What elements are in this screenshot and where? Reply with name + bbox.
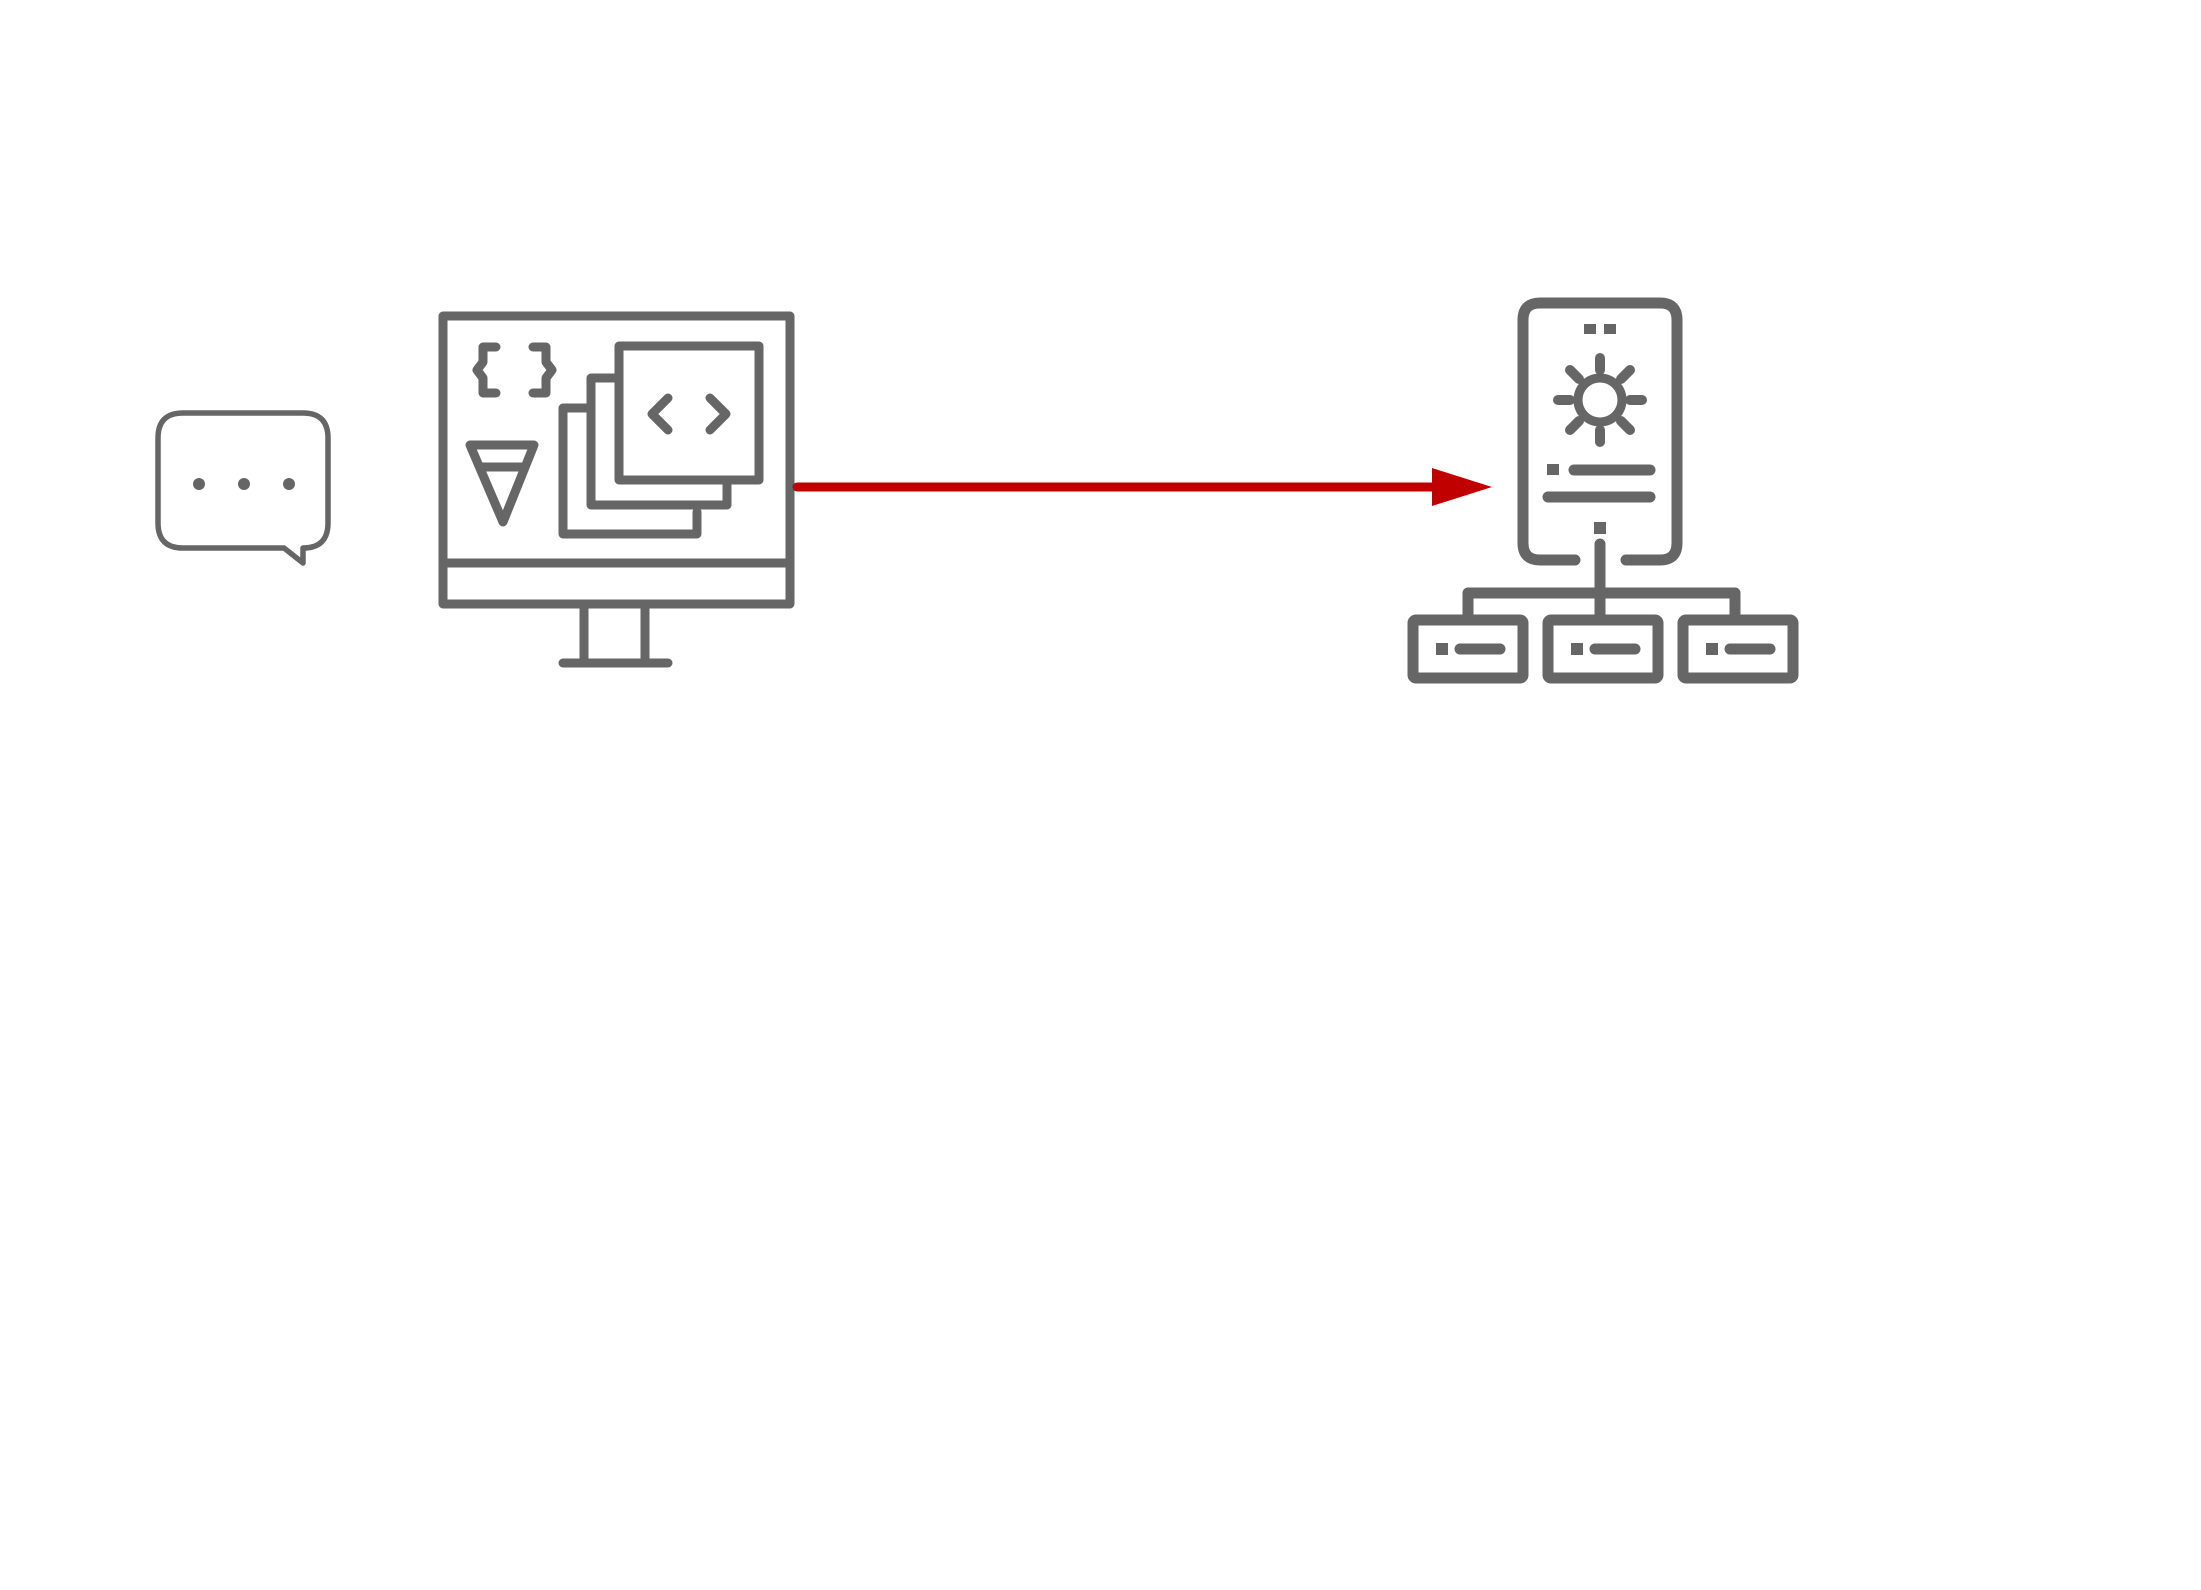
- phone-body: [1517, 297, 1683, 566]
- window-middle: [586, 373, 732, 510]
- server-box-left: [1407, 614, 1529, 684]
- right-curly-brace-icon: [528, 342, 557, 398]
- window-front: [614, 341, 764, 485]
- mobile-server-network-icon: [1407, 297, 1799, 684]
- phone-home-dot: [1594, 522, 1606, 534]
- branch-line: [1462, 587, 1741, 626]
- list-bullet: [1547, 464, 1559, 475]
- pen-nib-icon: [465, 440, 539, 527]
- chat-bubble-icon: [155, 410, 331, 566]
- code-left-chevron-icon: [647, 393, 673, 435]
- server-box-middle: [1542, 614, 1664, 684]
- phone-sensor-dot: [1604, 324, 1616, 334]
- code-right-chevron-icon: [705, 393, 731, 435]
- arrowhead-icon: [1432, 468, 1492, 506]
- window-back: [558, 403, 702, 539]
- monitor-screen-frame: [438, 311, 795, 609]
- server-box-right: [1677, 614, 1799, 684]
- web-development-monitor-icon: [438, 311, 795, 668]
- gear-icon: [1553, 353, 1647, 447]
- connector-arrow: [792, 468, 1492, 506]
- left-curly-brace-icon: [472, 342, 501, 398]
- phone-camera-dot: [1584, 324, 1596, 334]
